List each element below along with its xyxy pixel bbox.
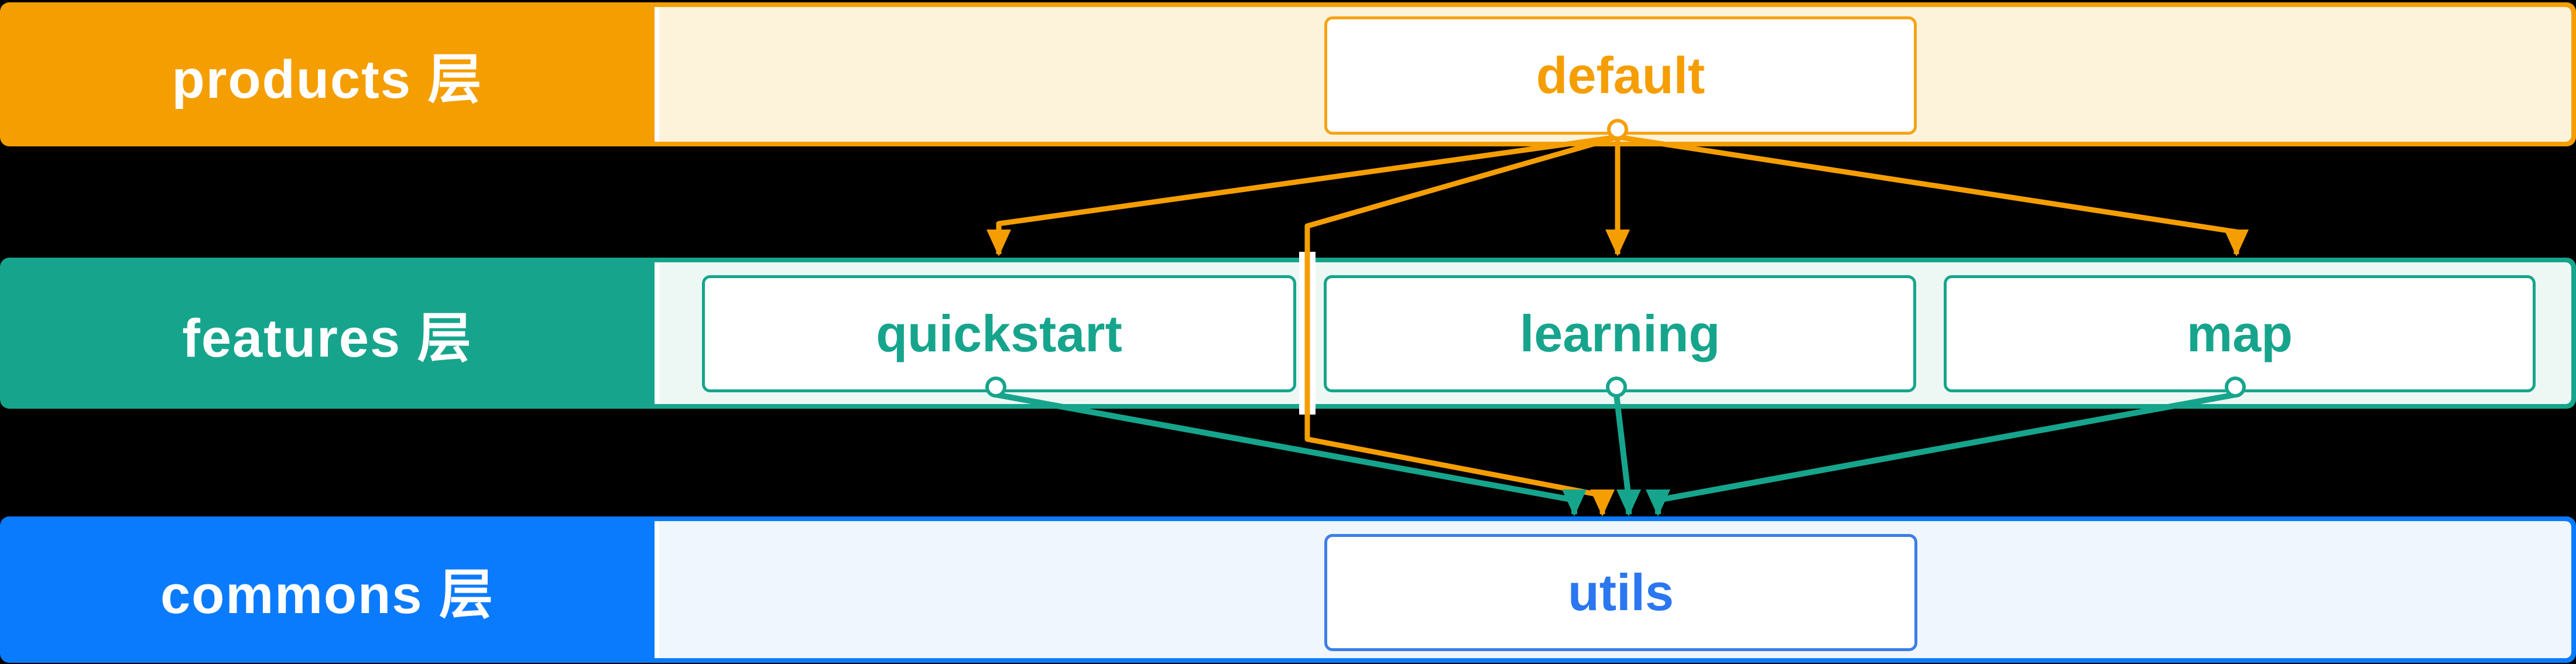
node-utils-label: utils	[1568, 563, 1674, 621]
edge-learning-utils	[1614, 394, 1641, 516]
edge-default-quickstart	[986, 134, 1618, 256]
layer-row-commons: commons 层 utils	[0, 516, 2576, 663]
layer-row-products: products 层 default	[0, 2, 2576, 146]
node-quickstart: quickstart	[702, 275, 1296, 392]
node-map: map	[1944, 275, 2536, 392]
layer-row-features: features 层 quickstart learning map	[0, 258, 2576, 409]
node-learning-label: learning	[1519, 304, 1721, 362]
node-map-label: map	[2187, 304, 2293, 362]
node-learning: learning	[1324, 275, 1916, 392]
layer-label-features: features 层	[182, 308, 472, 368]
node-default: default	[1324, 16, 1917, 135]
edge-default-map	[1617, 134, 2249, 256]
layer-label-products: products 层	[172, 49, 483, 109]
node-default-label: default	[1536, 46, 1705, 104]
layer-label-commons: commons 层	[160, 564, 495, 625]
node-utils: utils	[1324, 534, 1917, 651]
edge-map-utils	[1646, 392, 2236, 516]
node-quickstart-label: quickstart	[876, 304, 1122, 362]
edge-quickstart-utils	[995, 392, 1587, 516]
